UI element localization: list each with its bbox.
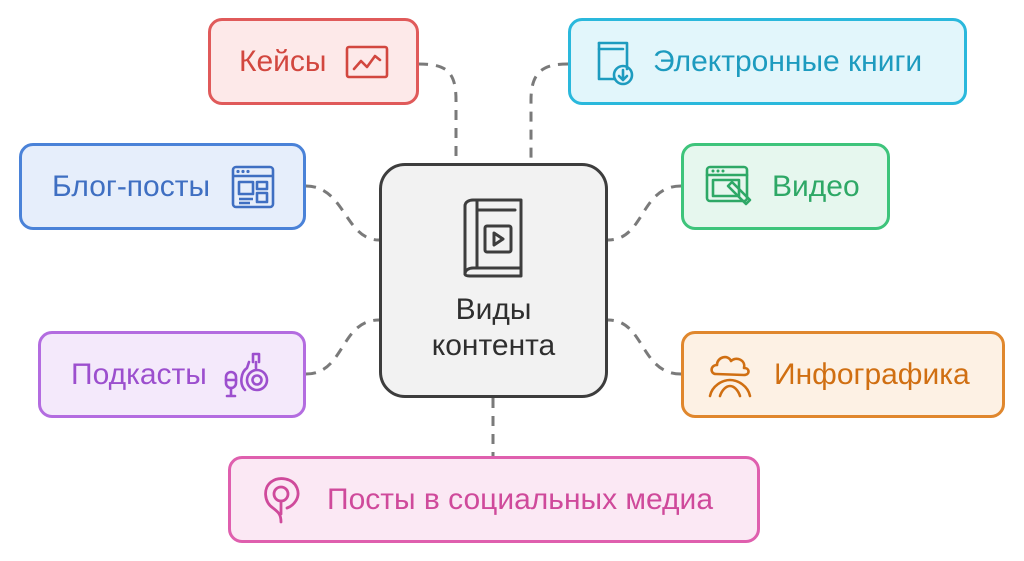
node-social-label: Посты в социальных медиа: [327, 482, 714, 516]
cloud-person-icon: [708, 355, 752, 397]
chart-line-icon: [346, 45, 389, 78]
web-layout-icon: [231, 165, 275, 208]
node-cases: Кейсы: [208, 18, 419, 105]
connector-ebooks: [529, 62, 569, 163]
node-blog-label: Блог-посты: [52, 169, 211, 203]
node-social: Посты в социальных медиа: [228, 456, 760, 543]
node-podcasts-label: Подкасты: [71, 357, 207, 391]
connector-blog: [305, 184, 380, 242]
book-play-icon: [463, 198, 522, 277]
center-node: Виды контента: [379, 163, 608, 398]
node-cases-label: Кейсы: [239, 44, 327, 78]
node-blog: Блог-посты: [19, 143, 306, 230]
book-download-icon: [597, 41, 634, 85]
node-infographics: Инфографика: [681, 331, 1005, 418]
node-ebooks: Электронные книги: [568, 18, 967, 105]
node-infographics-label: Инфографика: [774, 357, 970, 391]
video-edit-icon: [705, 165, 752, 205]
connector-video: [607, 184, 682, 242]
node-ebooks-label: Электронные книги: [653, 44, 923, 78]
microphone-icon: [224, 352, 269, 397]
node-video-label: Видео: [772, 169, 860, 203]
connector-infographics: [607, 318, 682, 376]
node-video: Видео: [681, 143, 890, 230]
center-title: Виды контента: [431, 292, 556, 362]
connector-cases: [417, 62, 458, 163]
connector-podcasts: [305, 318, 380, 376]
social-pin-icon: [264, 476, 300, 523]
node-podcasts: Подкасты: [38, 331, 306, 418]
